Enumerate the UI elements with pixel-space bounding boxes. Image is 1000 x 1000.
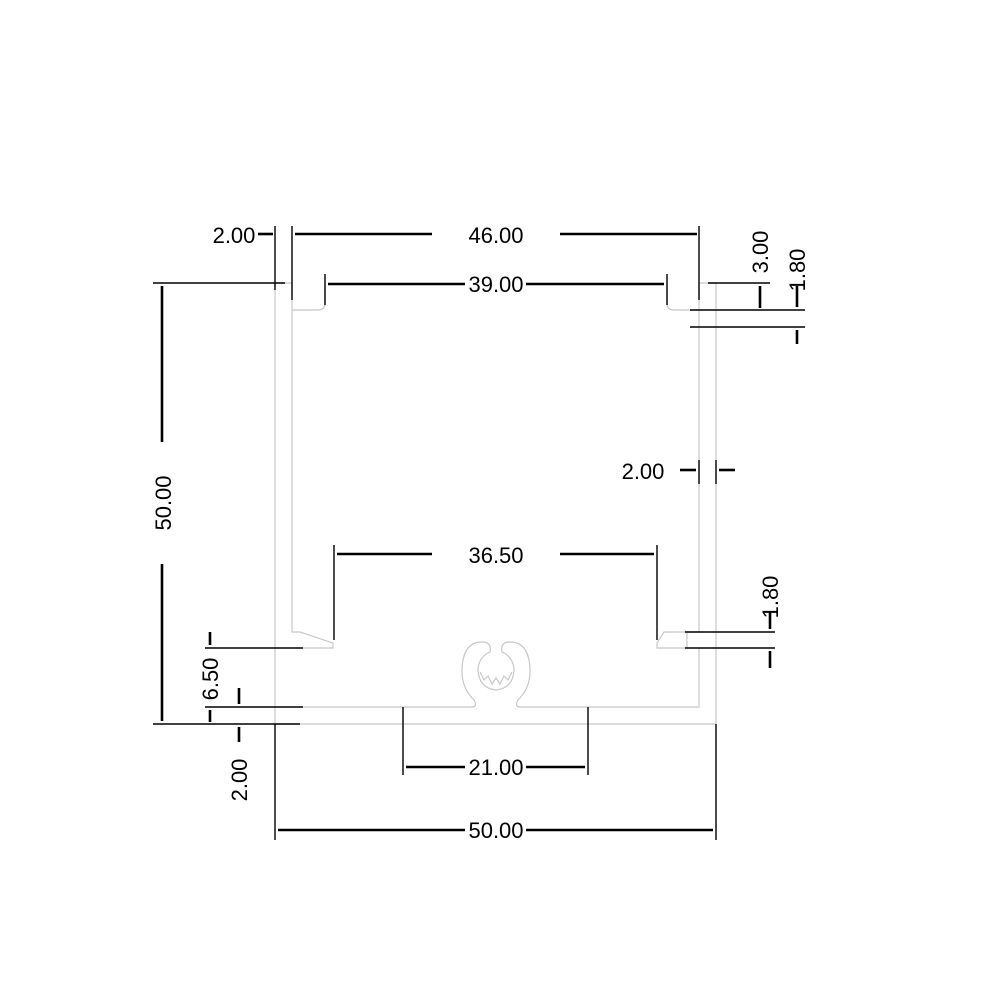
label-lower-right-lip-thickness: 1.80: [758, 576, 783, 619]
label-top-left-wall: 2.00: [213, 223, 256, 248]
label-top-overall: 46.00: [468, 223, 523, 248]
label-top-opening: 39.00: [468, 272, 523, 297]
label-bottom-left-offset: 6.50: [198, 658, 223, 701]
dimension-lines: [153, 226, 805, 840]
label-bottom-left-wall: 2.00: [227, 759, 252, 802]
label-top-right-lip-thickness: 1.80: [785, 249, 810, 292]
inner-bottom-contour: [303, 641, 700, 708]
dimension-labels: 2.00 46.00 39.00 3.00 1.80 50.00 2.00 36…: [151, 223, 810, 843]
label-right-wall: 2.00: [622, 459, 665, 484]
label-lower-opening: 36.50: [468, 543, 523, 568]
label-top-right-lip: 3.00: [748, 231, 773, 274]
label-left-height: 50.00: [151, 475, 176, 530]
profile-outline: [274, 282, 717, 725]
hook-serration: [479, 671, 513, 686]
label-bottom-overall: 50.00: [468, 818, 523, 843]
inner-upper-contour: [291, 283, 700, 649]
label-bottom-channel: 21.00: [468, 755, 523, 780]
